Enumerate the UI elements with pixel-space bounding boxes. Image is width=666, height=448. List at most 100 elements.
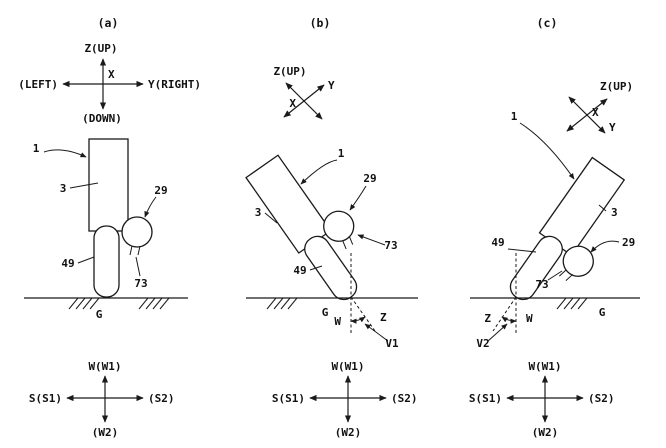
panel-a-device	[88, 138, 153, 298]
axis-label-w2: (W2)	[335, 426, 362, 439]
panel-b-angle-construction: W Z V1	[334, 253, 399, 350]
panel-a: (a) Z(UP) Y(RIGHT) (LEFT) (DOWN) X 1 3 2…	[18, 16, 201, 439]
panel-c-device	[509, 156, 626, 301]
axis-label-w-w1: W(W1)	[528, 360, 561, 373]
panel-b-top-axes: Z(UP) X Y	[273, 65, 335, 120]
leader-1	[43, 149, 87, 158]
leader-v1	[364, 323, 389, 342]
panel-c: (c) Z(UP) X Y Z W V2 1	[469, 16, 640, 439]
ref-29: 29	[154, 184, 167, 197]
leader-49	[77, 256, 95, 264]
z-direction-label: Z	[484, 312, 491, 325]
panel-c-caption: (c)	[537, 16, 558, 30]
axis-label-s2: (S2)	[148, 392, 175, 405]
ground-hatching	[68, 297, 100, 310]
ref-49: 49	[61, 257, 74, 270]
device-body	[88, 138, 129, 232]
axis-label-z-up: Z(UP)	[84, 42, 117, 55]
axis-label-x: X	[592, 106, 599, 119]
angle-arc	[350, 316, 366, 324]
panel-a-ground: G	[24, 297, 188, 321]
panel-c-ground: G	[470, 297, 640, 319]
panel-c-angle-construction: Z W V2	[476, 253, 533, 350]
tilted-axis-arrow	[283, 84, 325, 118]
w-direction-label: W	[526, 312, 533, 325]
ref-49: 49	[293, 264, 306, 277]
panel-b-bottom-axes: W(W1) S(S1) (S2) (W2)	[272, 360, 418, 439]
leader-73	[547, 270, 563, 281]
ground-hatching	[138, 297, 170, 310]
panel-b-device	[245, 154, 358, 301]
ref-73: 73	[134, 277, 147, 290]
probe-capsule	[93, 225, 120, 298]
panel-c-reference-labels: 1 3 49 29 73	[491, 110, 635, 291]
ref-1: 1	[511, 110, 518, 123]
ref-73: 73	[535, 278, 548, 291]
axis-label-w2: (W2)	[92, 426, 119, 439]
ref-1: 1	[338, 147, 345, 160]
leader-29	[144, 196, 157, 218]
ring-clip-leg	[559, 269, 567, 277]
z-direction-label: Z	[380, 311, 387, 324]
panel-b: (b) Z(UP) X Y W Z V1 1	[245, 16, 418, 439]
ref-3: 3	[611, 206, 618, 219]
axis-label-s2: (S2)	[391, 392, 418, 405]
axis-label-z-up: Z(UP)	[273, 65, 306, 78]
panel-b-caption: (b)	[310, 16, 331, 30]
leader-v2	[487, 323, 508, 342]
axis-label-x: X	[289, 97, 296, 110]
axis-label-s-s1: S(S1)	[29, 392, 62, 405]
ref-3: 3	[60, 182, 67, 195]
axis-label-z-up: Z(UP)	[600, 80, 633, 93]
leader-1	[519, 122, 575, 180]
device-axis-dashed-line	[350, 296, 376, 332]
leader-73	[357, 234, 386, 246]
leader-29	[590, 240, 620, 253]
probe-capsule	[509, 235, 563, 301]
ring-clip-leg	[137, 245, 141, 256]
ref-1: 1	[33, 142, 40, 155]
leader-49	[309, 265, 323, 271]
axis-label-down: (DOWN)	[82, 112, 122, 125]
panel-b-reference-labels: 1 3 29 73 49	[255, 147, 398, 277]
ref-73: 73	[384, 239, 397, 252]
ref-3: 3	[255, 206, 262, 219]
coil-ring	[323, 210, 355, 242]
ground-hatching	[556, 297, 588, 310]
axis-label-y: Y	[609, 121, 616, 134]
ground-hatching	[266, 297, 298, 310]
ground-label: G	[322, 306, 329, 319]
axis-label-y: Y	[328, 79, 335, 92]
leader-29	[349, 185, 367, 211]
angle-label-v2: V2	[476, 337, 489, 350]
leader-3	[69, 182, 99, 189]
axis-label-s2: (S2)	[588, 392, 615, 405]
ref-29: 29	[363, 172, 376, 185]
w-direction-label: W	[334, 315, 341, 328]
device-axis-dashed-line	[492, 296, 517, 332]
angle-arc	[501, 316, 517, 324]
axis-label-left: (LEFT)	[18, 78, 58, 91]
ring-clip-leg	[342, 240, 347, 250]
axis-label-x: X	[108, 68, 115, 81]
axis-label-w2: (W2)	[532, 426, 559, 439]
ring-clip-leg	[565, 274, 574, 282]
panel-a-caption: (a)	[98, 16, 119, 30]
panel-a-bottom-axes: W(W1) S(S1) (S2) (W2)	[29, 360, 175, 439]
axis-label-w-w1: W(W1)	[331, 360, 364, 373]
ring-clip-leg	[348, 235, 354, 245]
leader-73	[135, 256, 141, 277]
leader-3	[598, 204, 607, 212]
axis-label-s-s1: S(S1)	[272, 392, 305, 405]
axis-label-w-w1: W(W1)	[88, 360, 121, 373]
leader-1	[300, 159, 338, 185]
ring-clip-leg	[129, 245, 133, 256]
ground-label: G	[599, 306, 606, 319]
axis-label-y-right: Y(RIGHT)	[148, 78, 201, 91]
angle-label-v1: V1	[385, 337, 399, 350]
axis-label-s-s1: S(S1)	[469, 392, 502, 405]
leader-49	[507, 248, 537, 253]
ref-49: 49	[491, 236, 504, 249]
